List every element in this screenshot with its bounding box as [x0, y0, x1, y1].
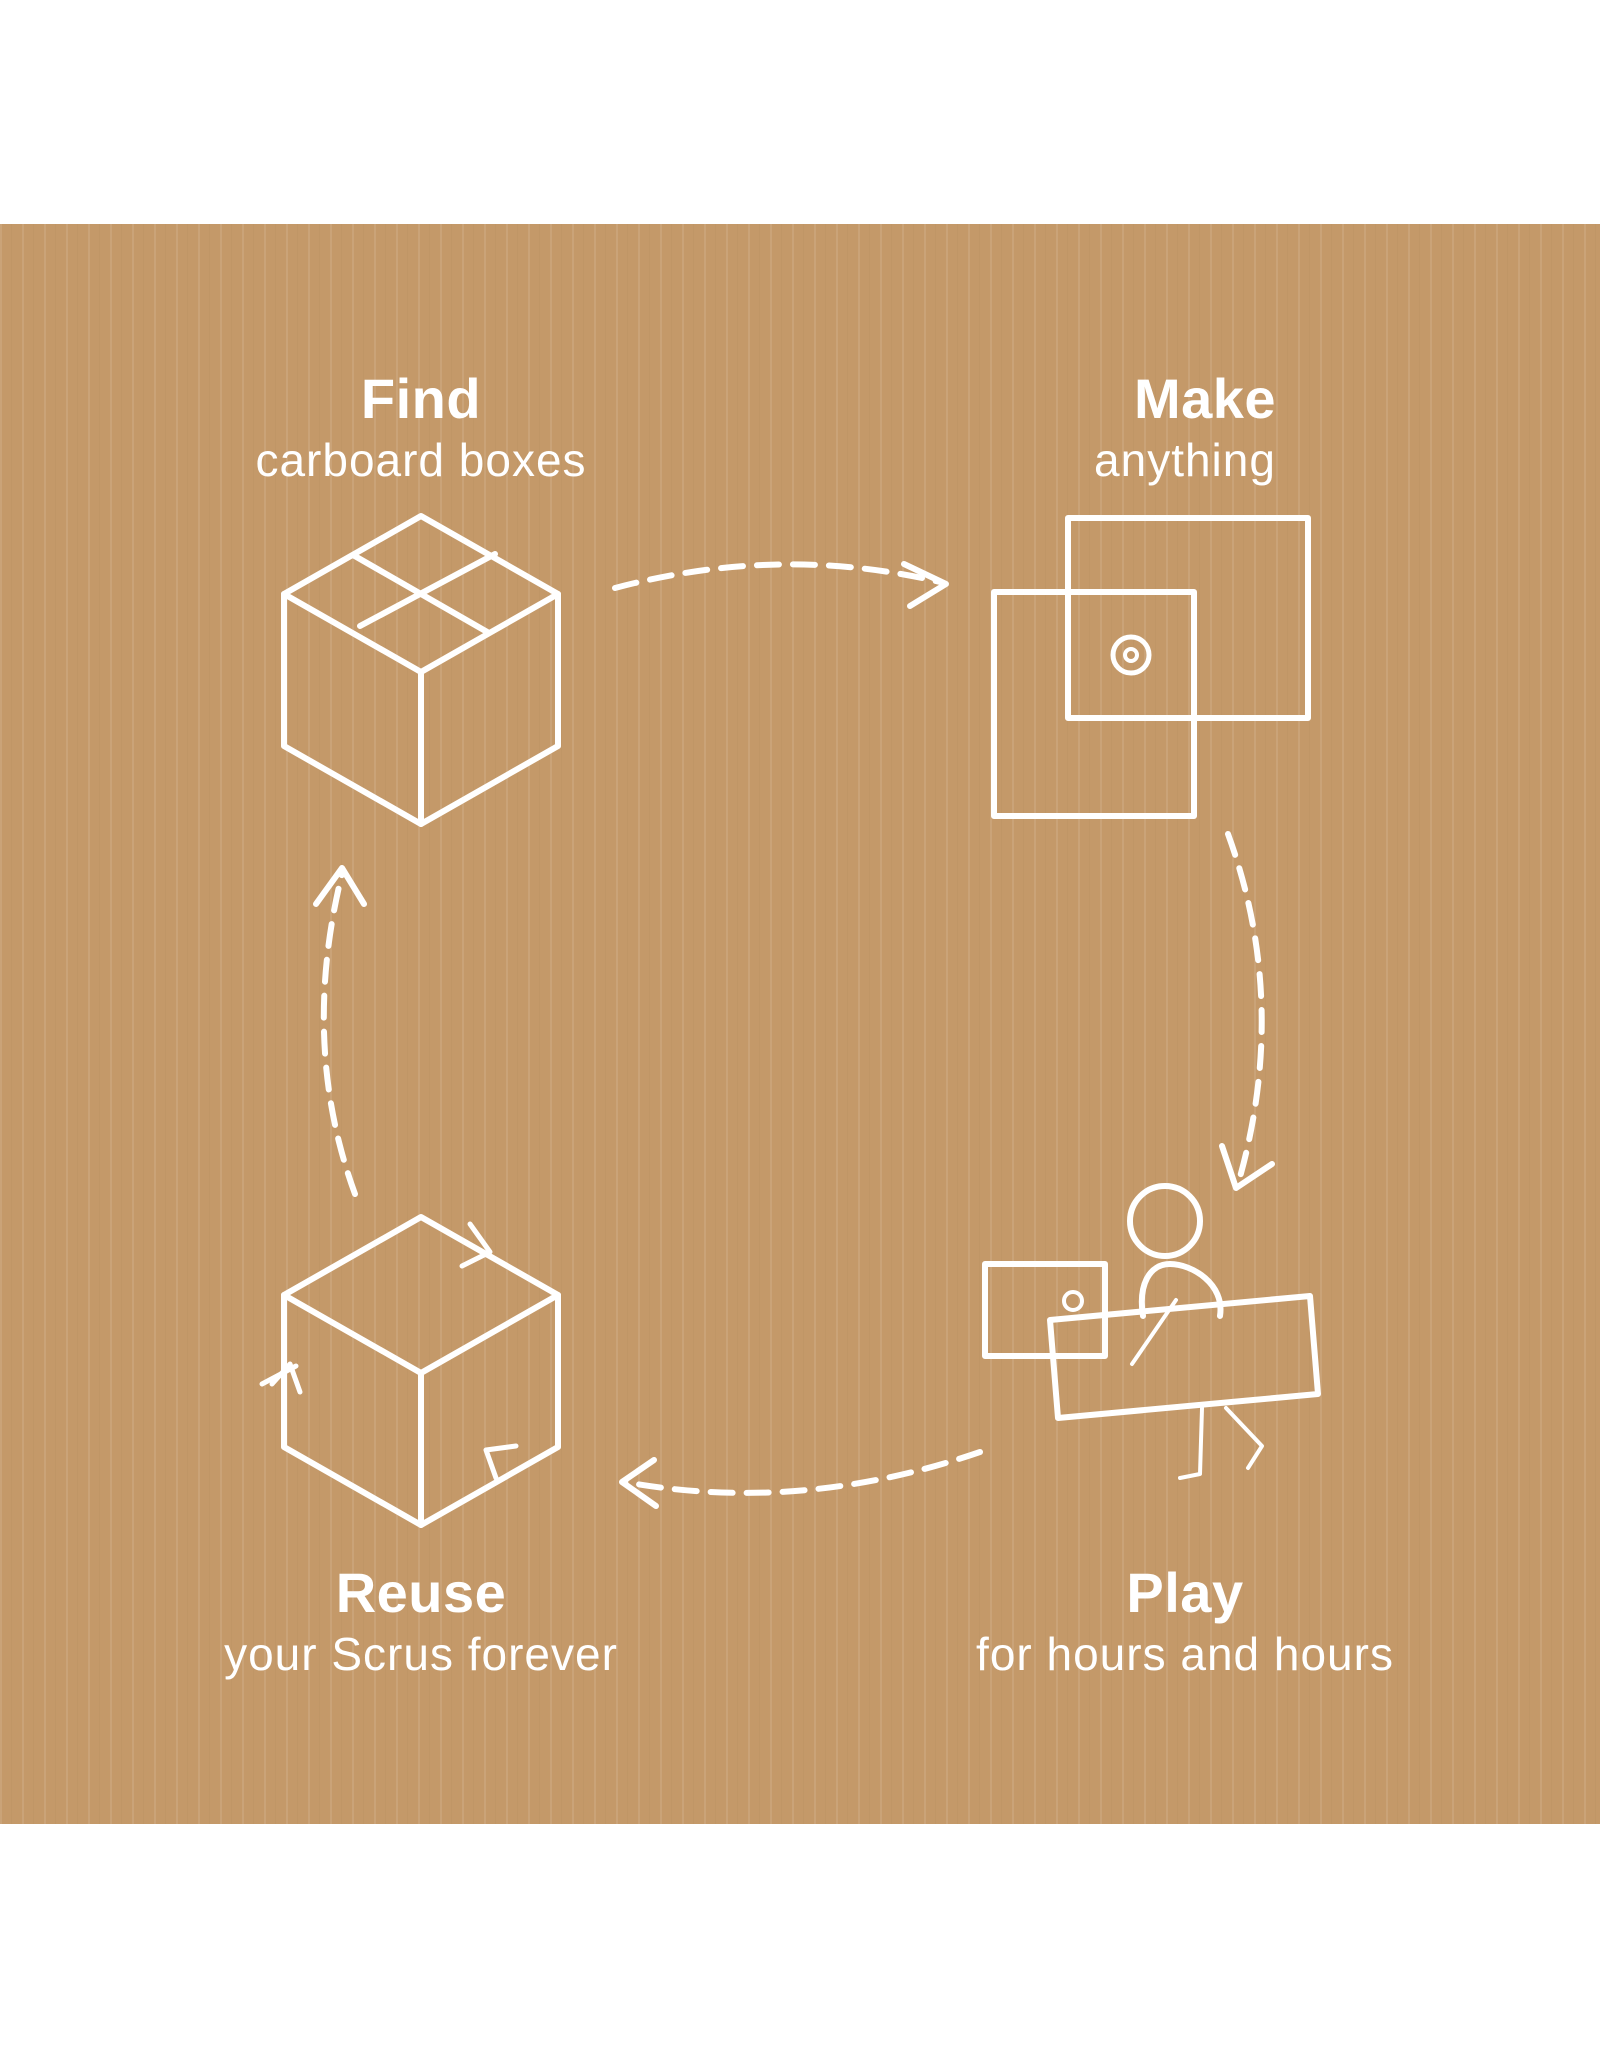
child-playing-icon — [982, 1183, 1321, 1480]
recycle-box-icon — [259, 1214, 561, 1528]
cycle-diagram — [259, 513, 1321, 1528]
step-subtitle: carboard boxes — [255, 434, 587, 486]
step-subtitle: your Scrus forever — [224, 1628, 618, 1680]
step-play: Play for hours and hours — [976, 1560, 1394, 1682]
cardboard-texture — [0, 224, 1600, 1824]
step-title: Reuse — [335, 1561, 507, 1624]
step-subtitle: for hours and hours — [976, 1628, 1394, 1680]
dashed-arrow-up-icon — [313, 865, 367, 1197]
cardboard-box-icon — [281, 513, 561, 827]
step-find: Find carboard boxes — [255, 366, 586, 488]
step-subtitle: anything — [1094, 434, 1276, 486]
dashed-arrow-right-icon — [612, 561, 949, 609]
cardboard-panel: Find carboard boxes Make anything Play f… — [0, 224, 1600, 1824]
step-make: Make anything — [1094, 366, 1276, 488]
step-reuse: Reuse your Scrus forever — [224, 1560, 618, 1682]
dashed-arrow-left-icon — [619, 1449, 983, 1509]
step-title: Find — [360, 367, 482, 430]
step-title: Play — [1126, 1561, 1244, 1624]
dashed-arrow-down-icon — [1219, 831, 1275, 1191]
assembled-panels-icon — [991, 515, 1311, 819]
step-title: Make — [1133, 367, 1277, 430]
